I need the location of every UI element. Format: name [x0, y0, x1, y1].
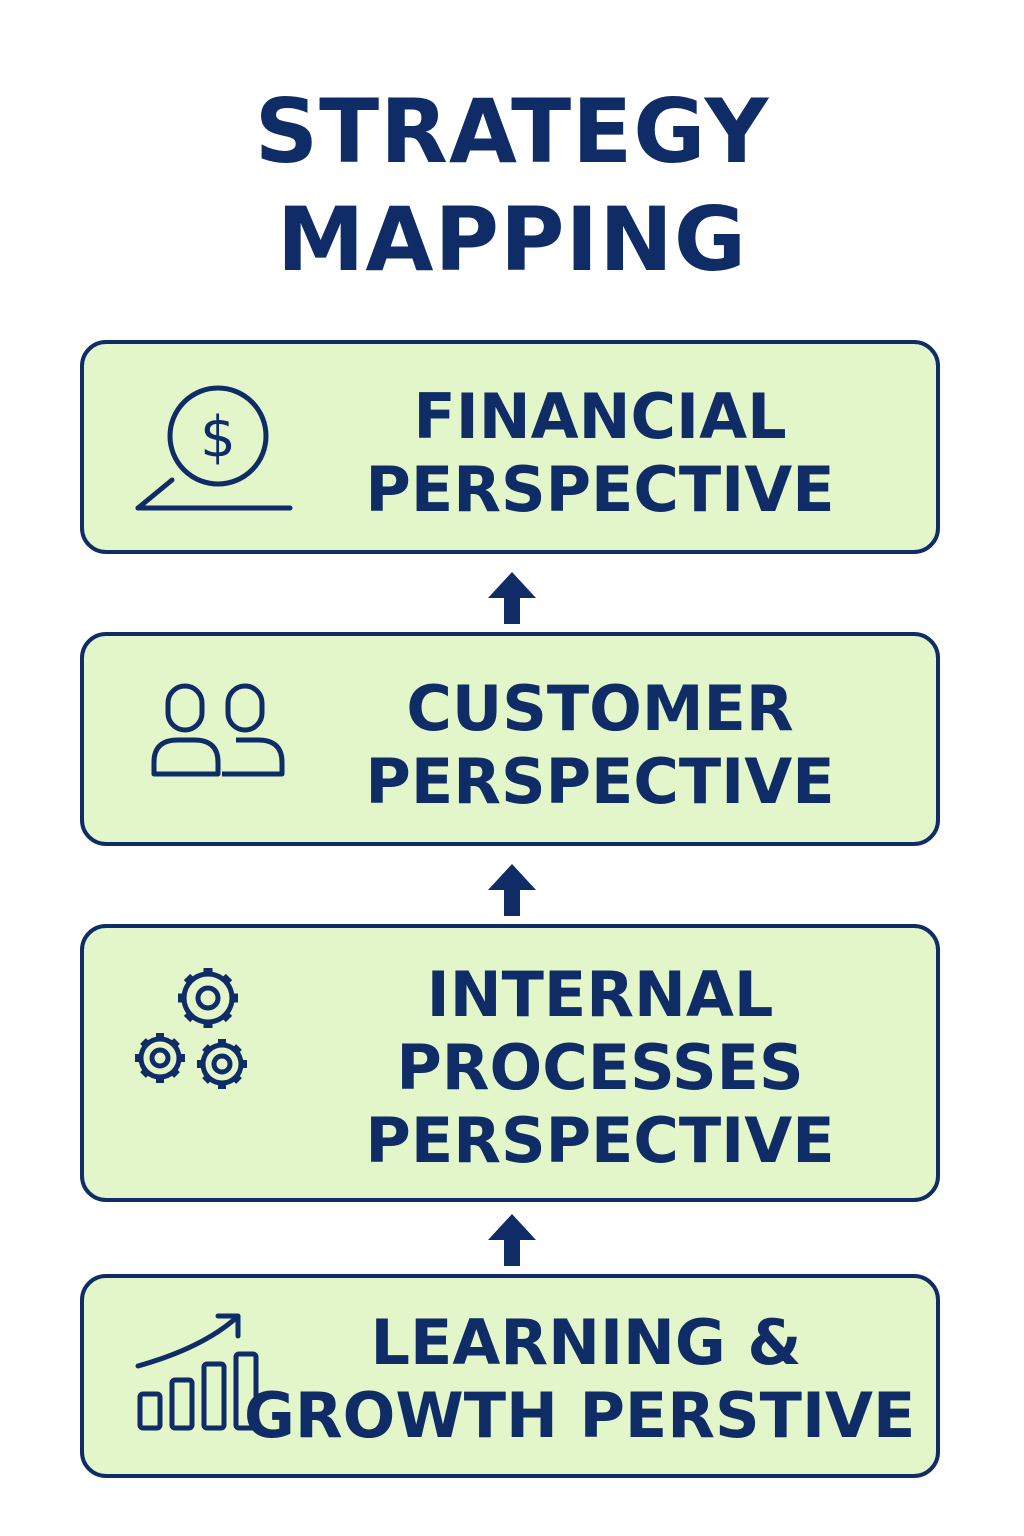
people-icon — [151, 683, 285, 777]
gears-icon — [135, 968, 247, 1089]
internal-processes-perspective-label: INTERNAL PROCESSES PERSPECTIVE — [365, 958, 835, 1177]
up-arrow-icon — [488, 1214, 536, 1266]
learning-growth-perspective-label: LEARNING & GROWTH PERSTIVE — [244, 1306, 916, 1452]
customer-perspective-label: CUSTOMER PERSPECTIVE — [365, 672, 835, 818]
learning-growth-perspective-box: LEARNING & GROWTH PERSTIVE — [80, 1274, 940, 1478]
page-title: STRATEGY MAPPING — [0, 78, 1024, 294]
internal-processes-perspective-box: INTERNAL PROCESSES PERSPECTIVE — [80, 924, 940, 1202]
title-line-1: STRATEGY — [254, 80, 770, 183]
dollar-coin-icon: $ — [135, 385, 293, 511]
financial-perspective-box: $ FINANCIAL PERSPECTIVE — [80, 340, 940, 554]
up-arrow-icon — [488, 864, 536, 916]
svg-text:$: $ — [200, 405, 236, 470]
growth-chart-icon — [135, 1313, 259, 1431]
financial-perspective-label: FINANCIAL PERSPECTIVE — [365, 380, 835, 526]
title-line-2: MAPPING — [276, 188, 748, 291]
customer-perspective-box: CUSTOMER PERSPECTIVE — [80, 632, 940, 846]
up-arrow-icon — [488, 572, 536, 624]
